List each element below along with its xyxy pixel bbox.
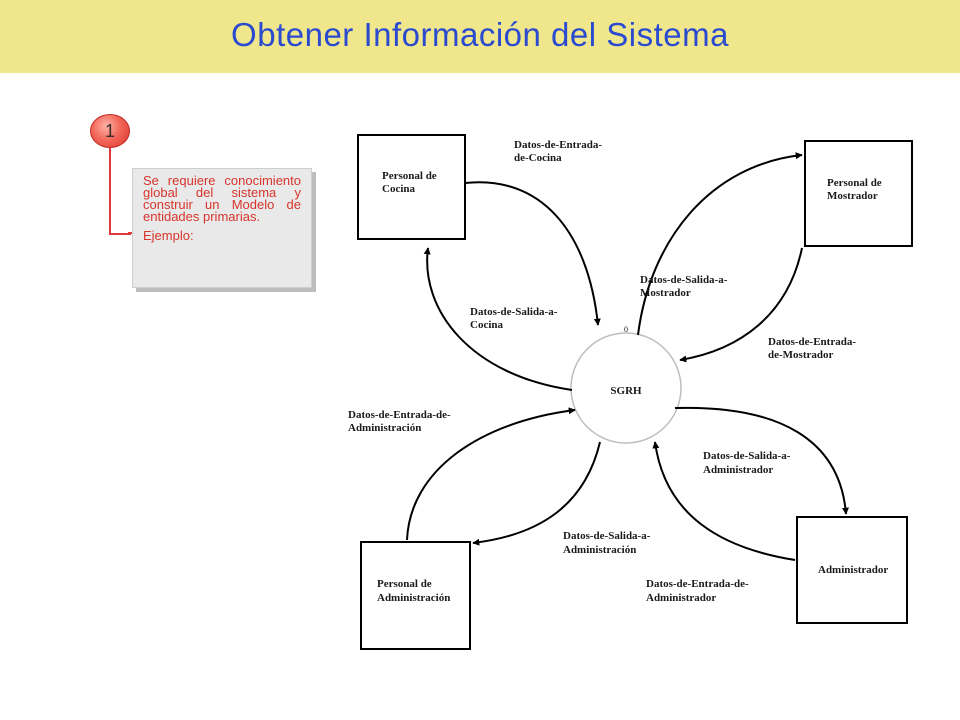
context-diagram: 0 SGRH Personal de Cocina Personal de Mo… — [348, 134, 913, 650]
process-label: SGRH — [610, 385, 642, 397]
entity-administrador: Administrador — [796, 516, 908, 624]
entity-label-line: Administración — [377, 592, 450, 604]
entity-label-line: Mostrador — [827, 190, 878, 202]
flow-label: Administrador — [703, 464, 773, 476]
flow-label: Datos-de-Entrada-de- — [646, 578, 749, 590]
flow-label: Administrador — [646, 592, 716, 604]
entity-box — [804, 140, 913, 247]
flow-label: de-Cocina — [514, 152, 562, 164]
flow-entrada-administracion — [406, 407, 576, 541]
entity-box — [360, 541, 471, 650]
flow-entrada-administrador — [652, 441, 796, 561]
flow-label: Administración — [348, 422, 421, 434]
flow-salida-cocina — [423, 247, 573, 391]
flow-label: Datos-de-Salida-a- — [563, 530, 651, 542]
entity-personal-de-cocina: Personal de Cocina — [357, 134, 466, 240]
step-number-badge: 1 — [90, 114, 130, 148]
flow-salida-administracion — [472, 441, 601, 546]
flow-label: Mostrador — [640, 287, 691, 299]
page-title: Obtener Información del Sistema — [231, 16, 729, 53]
entity-label-line: Personal de — [827, 177, 882, 189]
process-sgrh: 0 SGRH — [570, 325, 682, 444]
flow-label: Datos-de-Salida-a- — [470, 306, 558, 318]
entity-label-line: Cocina — [382, 183, 416, 195]
flow-label: Datos-de-Entrada- — [768, 336, 856, 348]
title-bar — [0, 0, 960, 73]
flow-label: de-Mostrador — [768, 349, 833, 361]
flow-label: Datos-de-Entrada- — [514, 139, 602, 151]
flow-salida-mostrador — [637, 152, 803, 336]
flow-entrada-mostrador — [679, 247, 803, 363]
entity-label-line: Personal de — [377, 578, 432, 590]
callout-text: Se requiere conocimiento global del sist… — [143, 173, 301, 224]
entity-personal-de-administracion: Personal de Administración — [360, 541, 471, 650]
entity-label-line: Personal de — [382, 170, 437, 182]
entity-personal-de-mostrador: Personal de Mostrador — [804, 140, 913, 247]
process-circle — [570, 332, 682, 444]
flow-salida-administrador — [674, 406, 849, 515]
flow-label: Cocina — [470, 319, 504, 331]
flow-label: Datos-de-Salida-a- — [640, 274, 728, 286]
entity-box — [796, 516, 908, 624]
callout-connector — [109, 141, 131, 235]
flow-entrada-cocina — [464, 181, 601, 326]
entity-label-line: Administrador — [818, 564, 888, 576]
entity-box — [357, 134, 466, 240]
flow-label: Datos-de-Entrada-de- — [348, 409, 451, 421]
flow-label: Datos-de-Salida-a- — [703, 450, 791, 462]
callout-example: Ejemplo: — [143, 228, 194, 243]
process-number: 0 — [624, 325, 628, 334]
callout-note: Se requiere conocimiento global del sist… — [132, 168, 312, 288]
flow-label: Administración — [563, 544, 636, 556]
